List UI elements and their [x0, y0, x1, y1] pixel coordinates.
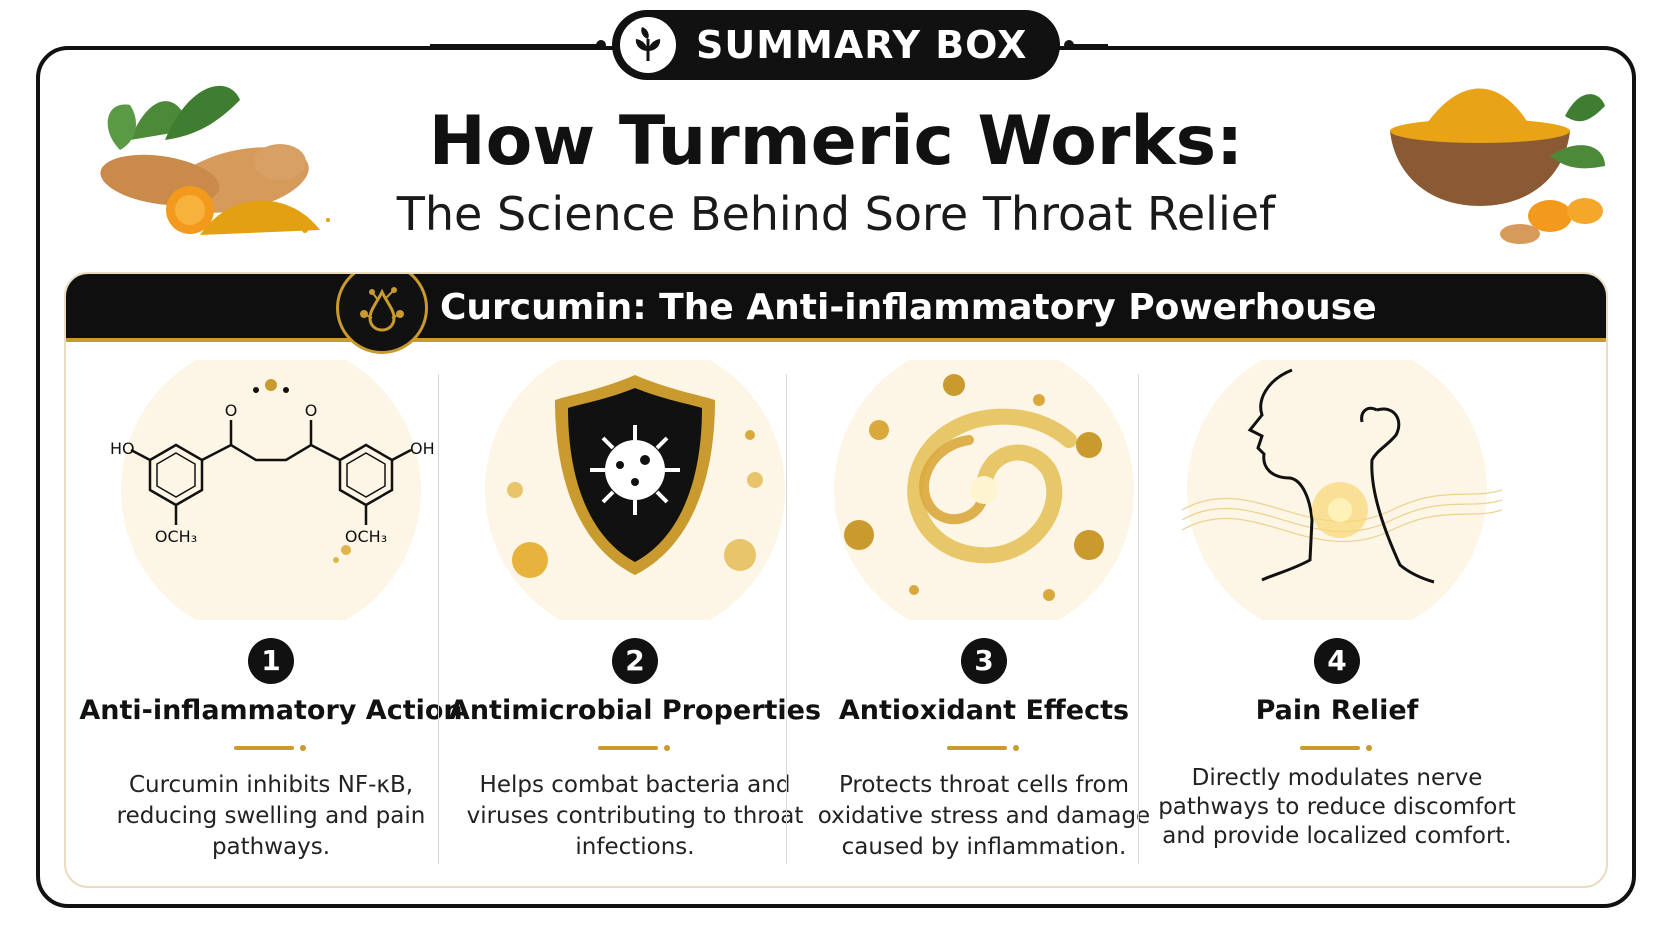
badge-line-left	[430, 44, 602, 47]
curcumin-molecule-icon: O O HO OH OCH₃ OCH₃	[110, 360, 435, 620]
point-underline-4	[1300, 746, 1360, 750]
point-number-3: 3	[961, 638, 1007, 684]
point-number-1: 1	[248, 638, 294, 684]
point-description-1: Curcumin inhibits NF-κB, reducing swelli…	[116, 772, 426, 860]
droplet-molecule-icon	[336, 274, 428, 354]
molecule-label-ho: HO	[110, 439, 135, 458]
virus-shield-icon	[485, 360, 785, 620]
throat-profile-icon	[1181, 360, 1502, 620]
point-underdot-1	[300, 745, 306, 751]
point-card-4: 4 Pain Relief Directly modulates nerve p…	[1152, 360, 1522, 880]
molecule-label-oh: OH	[410, 439, 435, 458]
point-underline-2	[598, 746, 658, 750]
section-title: Curcumin: The Anti-inflammatory Powerhou…	[440, 287, 1377, 328]
point-card-3: 3 Antioxidant Effects Protects throat ce…	[799, 360, 1169, 880]
point-card-1: O O HO OH OCH₃ OCH₃ 1 Anti-inflammatory …	[79, 360, 463, 880]
point-underdot-4	[1366, 745, 1372, 751]
column-divider-1	[438, 374, 439, 864]
molecule-label-och3-right: OCH₃	[345, 527, 387, 546]
section-header: Curcumin: The Anti-inflammatory Powerhou…	[66, 274, 1606, 354]
point-description-2: Helps combat bacteria and viruses contri…	[466, 772, 804, 860]
point-underdot-2	[664, 745, 670, 751]
molecule-label-o1: O	[225, 401, 238, 420]
point-underline-1	[234, 746, 294, 750]
point-title-4: Pain Relief	[1255, 695, 1419, 726]
antioxidant-swirl-icon	[834, 360, 1134, 620]
column-divider-2	[786, 374, 787, 864]
summary-badge: SUMMARY BOX	[612, 10, 1060, 80]
curcumin-section: Curcumin: The Anti-inflammatory Powerhou…	[64, 272, 1608, 888]
badge-label: SUMMARY BOX	[696, 23, 1028, 67]
point-underline-3	[947, 746, 1007, 750]
leaf-icon	[620, 17, 676, 73]
point-title-2: Antimicrobial Properties	[448, 695, 822, 726]
turmeric-root-image	[100, 85, 330, 235]
point-card-2: 2 Antimicrobial Properties Helps combat …	[449, 360, 821, 880]
badge-dot-left	[596, 40, 606, 50]
molecule-label-o2: O	[305, 401, 318, 420]
point-number-4: 4	[1314, 638, 1360, 684]
page-title: How Turmeric Works:	[428, 102, 1244, 181]
page-subtitle: The Science Behind Sore Throat Relief	[396, 187, 1276, 241]
badge-line-right	[1070, 44, 1108, 47]
turmeric-bowl-image	[1390, 88, 1605, 244]
column-divider-3	[1138, 374, 1139, 864]
point-title-3: Antioxidant Effects	[838, 695, 1130, 726]
point-title-1: Anti-inflammatory Action	[79, 695, 463, 726]
badge-dot-right	[1064, 40, 1074, 50]
point-underdot-3	[1013, 745, 1019, 751]
point-number-2: 2	[612, 638, 658, 684]
point-description-4: Directly modulates nerve pathways to red…	[1158, 765, 1516, 849]
molecule-label-och3-left: OCH₃	[155, 527, 197, 546]
point-description-3: Protects throat cells from oxidative str…	[817, 772, 1151, 860]
